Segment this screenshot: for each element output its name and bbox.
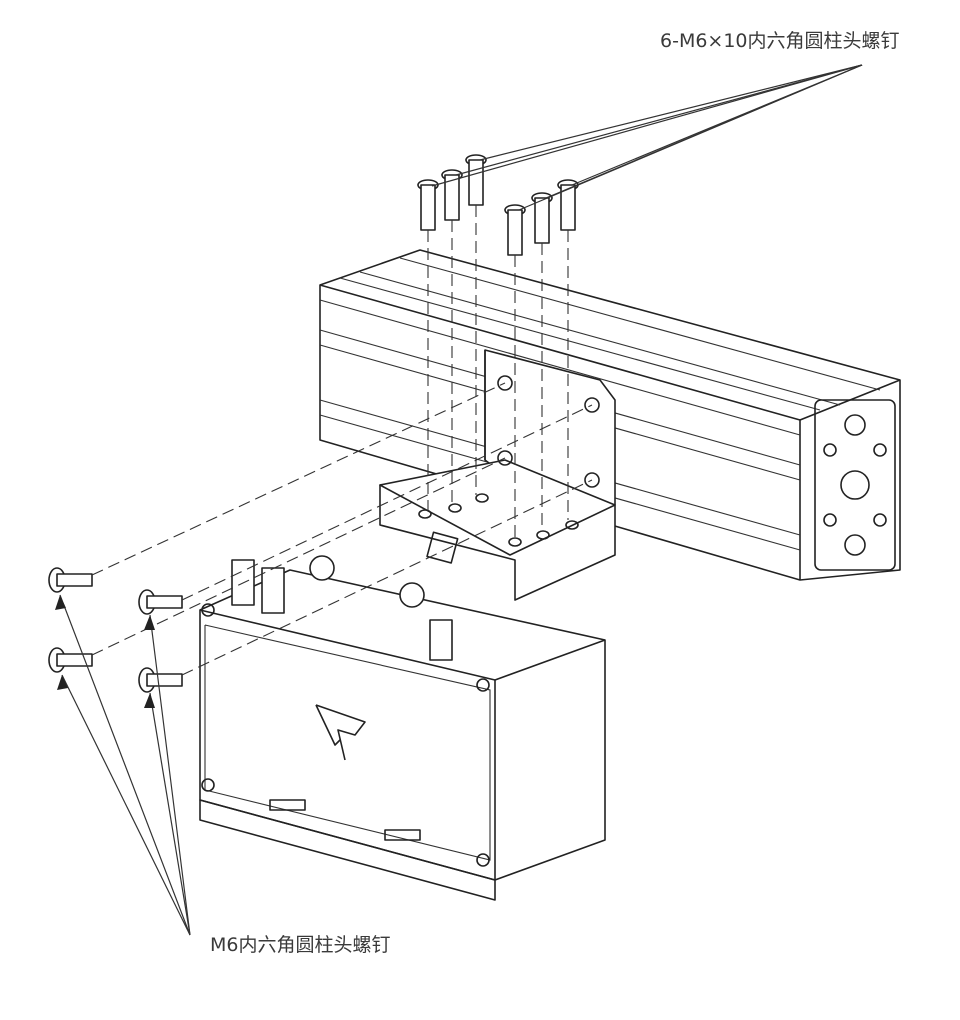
top-leader-lines [431, 64, 863, 211]
top-screws [417, 154, 579, 540]
bottom-leader-lines [55, 594, 191, 936]
side-screws-label: M6内六角圆柱头螺钉 [210, 934, 391, 956]
top-screws-label: 6-M6×10内六角圆柱头螺钉 [660, 30, 900, 52]
mounting-bracket [379, 349, 616, 601]
side-screws [48, 382, 593, 693]
control-box [199, 555, 606, 901]
